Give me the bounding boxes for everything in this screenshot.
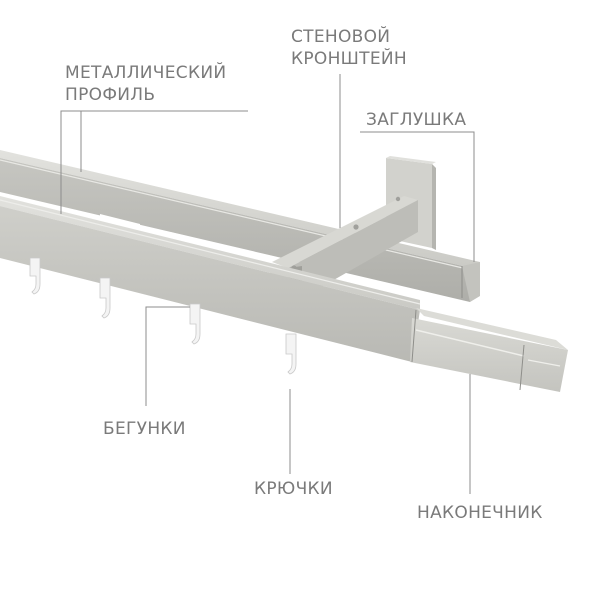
hooks [29,257,297,375]
label-wall-bracket: СТЕНОВОЙ КРОНШТЕЙН [291,27,407,69]
label-metal-profile: МЕТАЛЛИЧЕСКИЙ ПРОФИЛЬ [65,63,227,105]
end-cap [410,308,568,392]
end-plug [462,262,480,302]
label-end-plug: ЗАГЛУШКА [366,110,467,130]
label-runners: БЕГУНКИ [103,419,186,439]
leader-lines [60,74,475,494]
label-end-cap: НАКОНЕЧНИК [417,503,543,523]
label-hooks: КРЮЧКИ [254,479,333,499]
front-rail [0,196,421,362]
